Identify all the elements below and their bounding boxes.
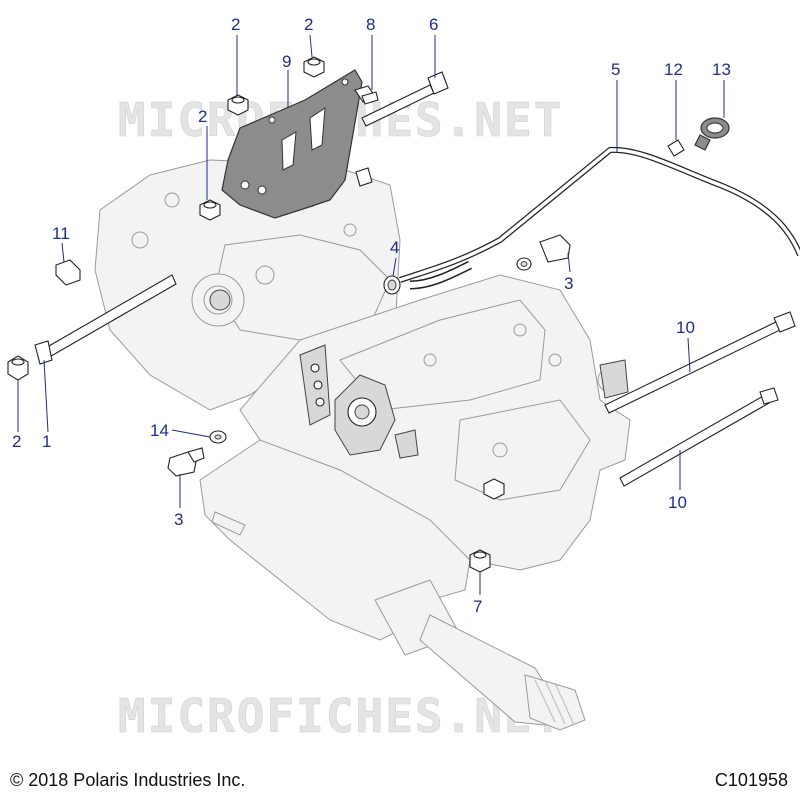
- callout-10: 10: [668, 493, 687, 512]
- bolt-3-left: [167, 447, 205, 477]
- bolt-10-upper: [604, 311, 796, 414]
- transmission-housing: [94, 159, 631, 731]
- clamp-4: [383, 275, 401, 295]
- callout-8: 8: [366, 15, 375, 34]
- leader-lines: [17, 34, 725, 595]
- callout-14: 14: [150, 421, 169, 440]
- nut-2-top-left: [227, 94, 249, 116]
- nut-2-left: [7, 355, 29, 381]
- line-5: [399, 146, 800, 290]
- fastener-12: [667, 139, 685, 157]
- diagram-code: C101958: [714, 770, 788, 790]
- bolt-1: [34, 274, 177, 365]
- callout-2: 2: [12, 432, 21, 451]
- callout-2: 2: [231, 15, 240, 34]
- callout-12: 12: [664, 60, 683, 79]
- clip-13: [694, 117, 730, 151]
- bolt-bracket-lower: [355, 167, 373, 187]
- callout-9: 9: [282, 52, 291, 71]
- callout-4: 4: [390, 238, 399, 257]
- nut-7: [469, 549, 491, 573]
- callout-3: 3: [174, 510, 183, 529]
- callout-10: 10: [676, 318, 695, 337]
- nut-2-mid: [199, 199, 221, 221]
- copyright-notice: © 2018 Polaris Industries Inc.: [10, 770, 246, 790]
- callout-3: 3: [564, 274, 573, 293]
- callout-1: 1: [42, 432, 51, 451]
- bolt-10-lower: [619, 387, 779, 487]
- callout-2: 2: [304, 15, 313, 34]
- nut-mid-housing: [483, 478, 505, 500]
- washer-14: [209, 430, 227, 444]
- callout-5: 5: [611, 60, 620, 79]
- callout-11: 11: [52, 224, 70, 243]
- callout-13: 13: [712, 60, 731, 79]
- nut-2-top: [303, 56, 325, 78]
- callout-6: 6: [429, 15, 438, 34]
- part-9-bracket: [221, 69, 363, 219]
- callout-7: 7: [473, 597, 482, 616]
- bolt-6: [361, 71, 449, 127]
- bolt-8: [354, 85, 379, 105]
- bolt-3-right: [516, 234, 571, 271]
- callouts: 2 2 8 6 9 2 5 12 13 11 4 3 10 2 1 14 3 1…: [12, 15, 731, 616]
- bolt-11: [55, 259, 81, 286]
- callout-2: 2: [198, 107, 207, 126]
